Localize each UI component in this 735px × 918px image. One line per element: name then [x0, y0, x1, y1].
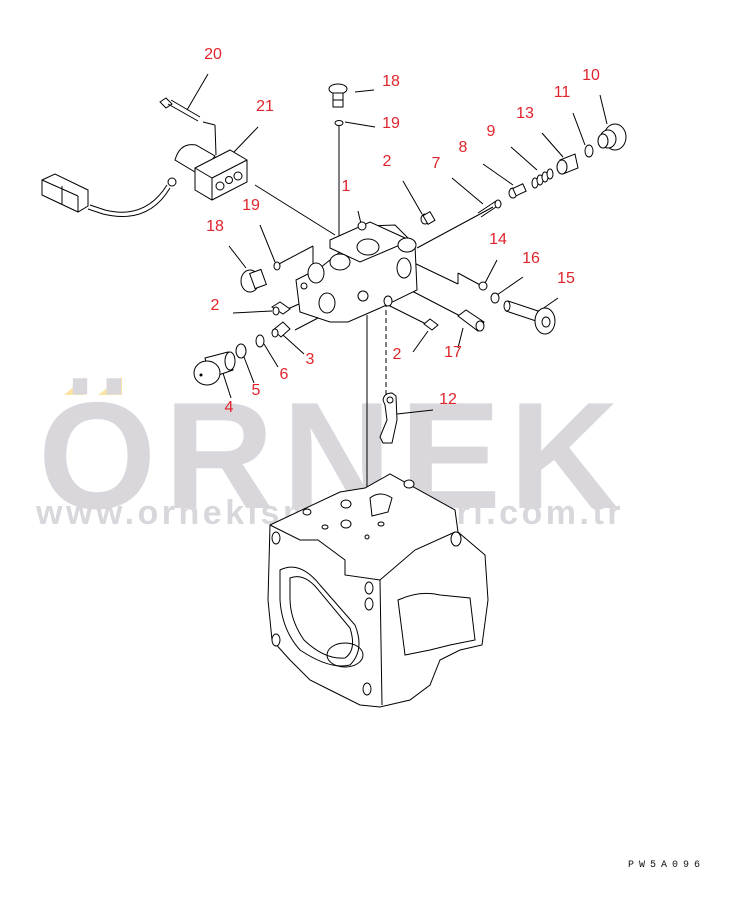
part-15-valve	[503, 300, 556, 335]
part-1-valve-body	[295, 221, 418, 323]
part-6-oring	[255, 334, 265, 348]
callout-3: 3	[305, 351, 315, 368]
leader-lines	[186, 73, 608, 535]
part-18-plug-top	[328, 83, 348, 108]
callout-17: 17	[444, 344, 462, 361]
part-2-plug-c	[423, 318, 439, 331]
part-20-bolt	[159, 97, 201, 122]
part-9-spring	[531, 168, 554, 189]
part-10-cap	[597, 123, 627, 151]
pump-housing	[267, 473, 489, 708]
part-13-sleeve	[556, 153, 579, 175]
part-11-oring	[584, 144, 594, 158]
part-3-fitting	[271, 321, 291, 338]
callout-11: 11	[553, 84, 571, 101]
callout-12: 12	[439, 391, 457, 408]
callout-15: 15	[557, 270, 575, 287]
part-18-plug-left	[240, 268, 268, 293]
callout-19-left: 19	[242, 197, 260, 214]
callout-2-top: 2	[382, 153, 392, 170]
callout-19-top: 19	[382, 115, 400, 132]
callout-4: 4	[224, 399, 234, 416]
callout-5: 5	[251, 382, 261, 399]
callout-16: 16	[522, 250, 540, 267]
callout-8: 8	[458, 139, 468, 156]
part-12-lever	[379, 392, 398, 444]
callout-6: 6	[279, 366, 289, 383]
callout-18-left: 18	[206, 218, 224, 235]
part-7-spool	[477, 199, 502, 218]
callout-1: 1	[341, 178, 351, 195]
part-16-oring	[490, 292, 500, 304]
callout-9: 9	[486, 123, 496, 140]
drawing-code: PW5A096	[628, 860, 706, 871]
callout-2-right: 2	[392, 346, 402, 363]
part-5-oring	[235, 343, 247, 359]
callout-14: 14	[489, 231, 507, 248]
part-19-oring-top	[334, 120, 344, 126]
part-21-solenoid	[41, 144, 248, 217]
part-8-piston	[508, 183, 527, 199]
callout-2-left: 2	[210, 297, 220, 314]
part-4-valve	[193, 351, 236, 386]
callout-20: 20	[204, 46, 222, 63]
part-14-plug	[478, 281, 488, 291]
callout-13: 13	[516, 105, 534, 122]
callout-7: 7	[431, 155, 441, 172]
part-19-oring-left	[273, 261, 281, 271]
callout-21: 21	[256, 98, 274, 115]
callout-10: 10	[582, 67, 600, 84]
part-2-plug-a	[420, 210, 436, 226]
callout-18-top: 18	[382, 73, 400, 90]
part-17-fitting	[457, 309, 485, 332]
part-2-plug-b	[271, 301, 291, 316]
